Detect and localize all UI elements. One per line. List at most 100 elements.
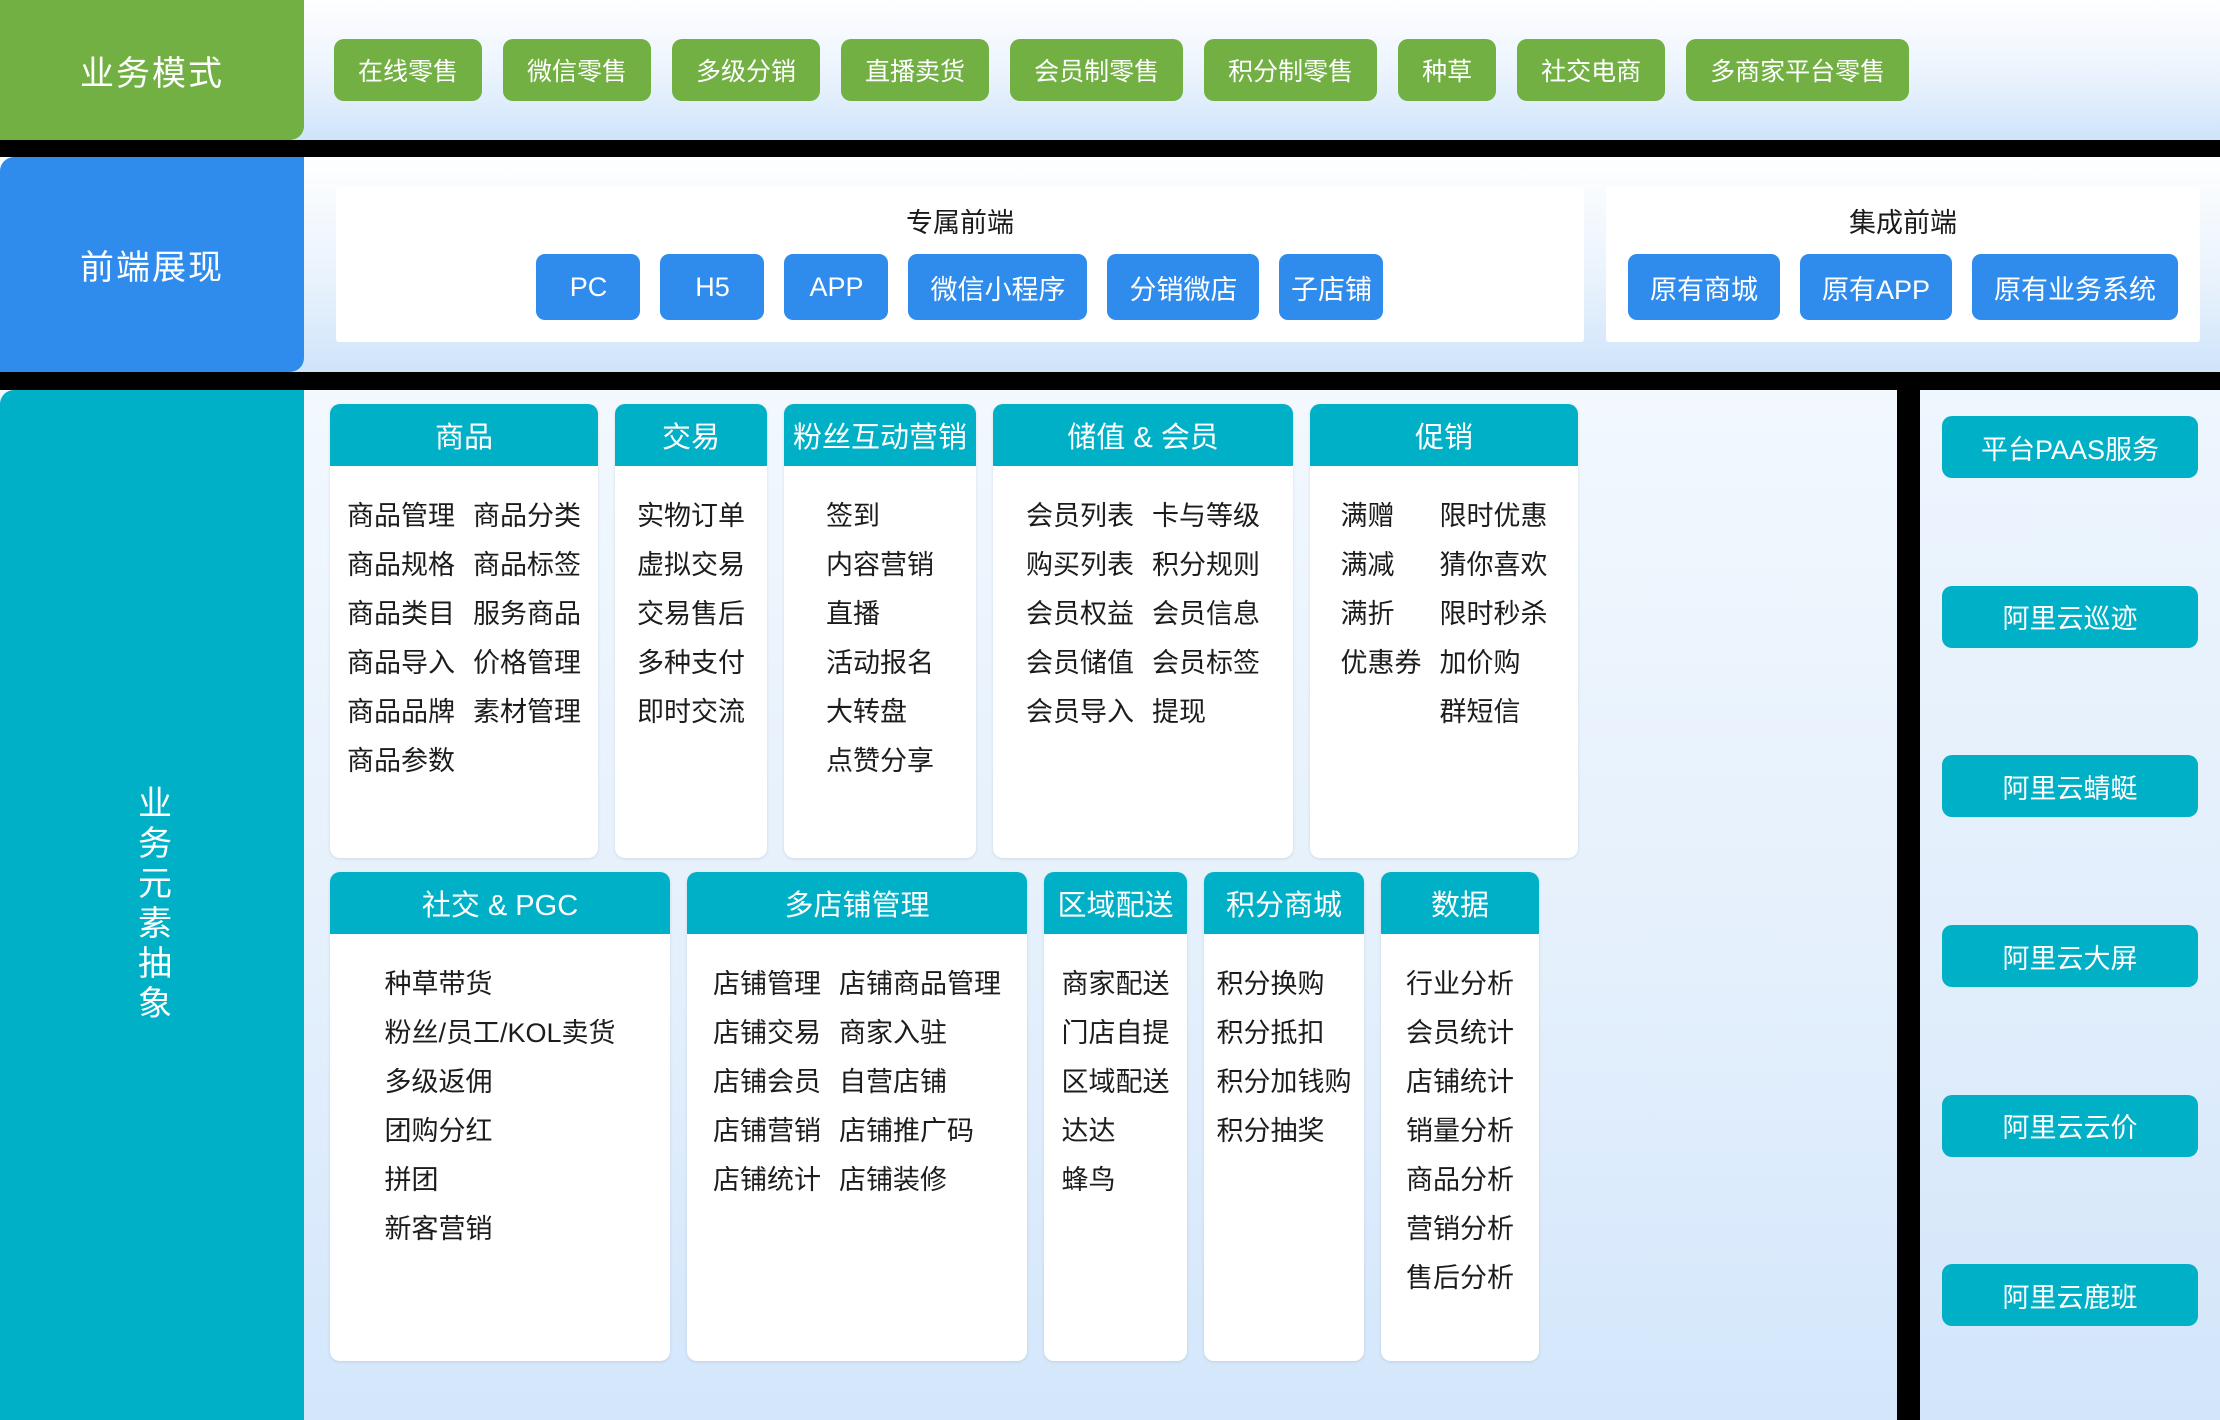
card-item[interactable]: 内容营销 xyxy=(826,541,934,590)
frontend-item-0-0[interactable]: PC xyxy=(536,254,640,320)
platform-service-item-4[interactable]: 阿里云云价 xyxy=(1942,1095,2198,1157)
frontend-item-0-2[interactable]: APP xyxy=(784,254,888,320)
card-item[interactable]: 店铺营销 xyxy=(713,1107,821,1156)
card-item[interactable]: 商品类目 xyxy=(347,590,455,639)
card-body: 签到内容营销直播活动报名大转盘点赞分享 xyxy=(784,466,976,808)
card-item[interactable]: 蜂鸟 xyxy=(1062,1156,1170,1205)
platform-service-item-2[interactable]: 阿里云蜻蜓 xyxy=(1942,755,2198,817)
card-item[interactable]: 新客营销 xyxy=(384,1205,615,1254)
card-item[interactable]: 满折 xyxy=(1341,590,1422,639)
card-item[interactable]: 签到 xyxy=(826,492,934,541)
business-mode-item-0[interactable]: 在线零售 xyxy=(334,39,482,101)
card-item[interactable]: 限时秒杀 xyxy=(1440,590,1548,639)
platform-service-item-0[interactable]: 平台PAAS服务 xyxy=(1942,416,2198,478)
card-item[interactable]: 积分抵扣 xyxy=(1217,1009,1352,1058)
business-mode-item-6[interactable]: 种草 xyxy=(1398,39,1496,101)
card-item[interactable]: 提现 xyxy=(1152,688,1260,737)
card-item[interactable]: 营销分析 xyxy=(1406,1205,1514,1254)
card-item[interactable]: 门店自提 xyxy=(1062,1009,1170,1058)
card-item[interactable]: 会员统计 xyxy=(1406,1009,1514,1058)
card-item[interactable]: 店铺交易 xyxy=(713,1009,821,1058)
card-item[interactable]: 商品参数 xyxy=(347,737,455,786)
card-item[interactable]: 会员储值 xyxy=(1026,639,1134,688)
platform-service-item-3[interactable]: 阿里云大屏 xyxy=(1942,925,2198,987)
card-item[interactable]: 商品分类 xyxy=(473,492,581,541)
card-item[interactable]: 卡与等级 xyxy=(1152,492,1260,541)
frontend-item-1-1[interactable]: 原有APP xyxy=(1800,254,1952,320)
card-item[interactable]: 店铺推广码 xyxy=(839,1107,1001,1156)
frontend-item-0-1[interactable]: H5 xyxy=(660,254,764,320)
card-item[interactable]: 满赠 xyxy=(1341,492,1422,541)
card-item[interactable]: 加价购 xyxy=(1440,639,1548,688)
card-item[interactable]: 店铺商品管理 xyxy=(839,960,1001,1009)
card-item[interactable]: 积分换购 xyxy=(1217,960,1352,1009)
frontend-item-0-5[interactable]: 子店铺 xyxy=(1279,254,1383,320)
card-item[interactable]: 达达 xyxy=(1062,1107,1170,1156)
card-item[interactable]: 店铺管理 xyxy=(713,960,821,1009)
card-item[interactable]: 会员列表 xyxy=(1026,492,1134,541)
business-mode-item-1[interactable]: 微信零售 xyxy=(503,39,651,101)
card-item[interactable]: 商品管理 xyxy=(347,492,455,541)
card-item[interactable]: 售后分析 xyxy=(1406,1254,1514,1303)
card-item[interactable]: 销量分析 xyxy=(1406,1107,1514,1156)
card-title: 粉丝互动营销 xyxy=(784,404,976,466)
card-item[interactable]: 商品导入 xyxy=(347,639,455,688)
card-item[interactable]: 限时优惠 xyxy=(1440,492,1548,541)
card-item[interactable]: 直播 xyxy=(826,590,934,639)
card-item[interactable]: 店铺统计 xyxy=(713,1156,821,1205)
card-item[interactable]: 多级返佣 xyxy=(384,1058,615,1107)
card-item[interactable]: 价格管理 xyxy=(473,639,581,688)
card-item[interactable]: 积分加钱购 xyxy=(1217,1058,1352,1107)
business-mode-item-3[interactable]: 直播卖货 xyxy=(841,39,989,101)
card-item[interactable]: 多种支付 xyxy=(637,639,745,688)
card-item[interactable]: 种草带货 xyxy=(384,960,615,1009)
business-mode-item-8[interactable]: 多商家平台零售 xyxy=(1686,39,1909,101)
card-item[interactable]: 即时交流 xyxy=(637,688,745,737)
card-item[interactable]: 猜你喜欢 xyxy=(1440,541,1548,590)
card-item[interactable]: 素材管理 xyxy=(473,688,581,737)
card-item[interactable]: 商品规格 xyxy=(347,541,455,590)
platform-service-item-5[interactable]: 阿里云鹿班 xyxy=(1942,1264,2198,1326)
card-item[interactable]: 店铺统计 xyxy=(1406,1058,1514,1107)
card-bottom-0: 社交 & PGC种草带货粉丝/员工/KOL卖货多级返佣团购分红拼团新客营销 xyxy=(330,872,670,1361)
business-mode-item-4[interactable]: 会员制零售 xyxy=(1010,39,1183,101)
card-item[interactable]: 会员标签 xyxy=(1152,639,1260,688)
card-item[interactable]: 行业分析 xyxy=(1406,960,1514,1009)
card-item[interactable]: 商家入驻 xyxy=(839,1009,1001,1058)
frontend-item-0-4[interactable]: 分销微店 xyxy=(1107,254,1259,320)
card-item[interactable]: 交易售后 xyxy=(637,590,745,639)
card-item[interactable]: 实物订单 xyxy=(637,492,745,541)
business-mode-item-5[interactable]: 积分制零售 xyxy=(1204,39,1377,101)
card-item[interactable]: 店铺会员 xyxy=(713,1058,821,1107)
card-item[interactable]: 自营店铺 xyxy=(839,1058,1001,1107)
card-item[interactable]: 服务商品 xyxy=(473,590,581,639)
business-mode-item-2[interactable]: 多级分销 xyxy=(672,39,820,101)
card-item[interactable]: 商品品牌 xyxy=(347,688,455,737)
card-item[interactable]: 购买列表 xyxy=(1026,541,1134,590)
card-item[interactable]: 虚拟交易 xyxy=(637,541,745,590)
card-item[interactable]: 粉丝/员工/KOL卖货 xyxy=(384,1009,615,1058)
card-item[interactable]: 群短信 xyxy=(1440,688,1548,737)
card-item[interactable]: 活动报名 xyxy=(826,639,934,688)
frontend-item-0-3[interactable]: 微信小程序 xyxy=(908,254,1087,320)
card-item[interactable]: 店铺装修 xyxy=(839,1156,1001,1205)
platform-service-item-1[interactable]: 阿里云巡迹 xyxy=(1942,586,2198,648)
card-item[interactable]: 积分抽奖 xyxy=(1217,1107,1352,1156)
card-item[interactable]: 商家配送 xyxy=(1062,960,1170,1009)
card-item[interactable]: 点赞分享 xyxy=(826,737,934,786)
business-mode-item-7[interactable]: 社交电商 xyxy=(1517,39,1665,101)
frontend-item-1-2[interactable]: 原有业务系统 xyxy=(1972,254,2178,320)
card-item[interactable]: 会员权益 xyxy=(1026,590,1134,639)
card-item[interactable]: 积分规则 xyxy=(1152,541,1260,590)
card-item[interactable]: 区域配送 xyxy=(1062,1058,1170,1107)
frontend-item-1-0[interactable]: 原有商城 xyxy=(1628,254,1780,320)
card-item[interactable]: 商品分析 xyxy=(1406,1156,1514,1205)
card-item[interactable]: 会员信息 xyxy=(1152,590,1260,639)
card-item[interactable]: 拼团 xyxy=(384,1156,615,1205)
card-item[interactable]: 商品标签 xyxy=(473,541,581,590)
card-item[interactable]: 团购分红 xyxy=(384,1107,615,1156)
card-item[interactable]: 满减 xyxy=(1341,541,1422,590)
card-item[interactable]: 会员导入 xyxy=(1026,688,1134,737)
card-item[interactable]: 优惠券 xyxy=(1341,639,1422,688)
card-item[interactable]: 大转盘 xyxy=(826,688,934,737)
